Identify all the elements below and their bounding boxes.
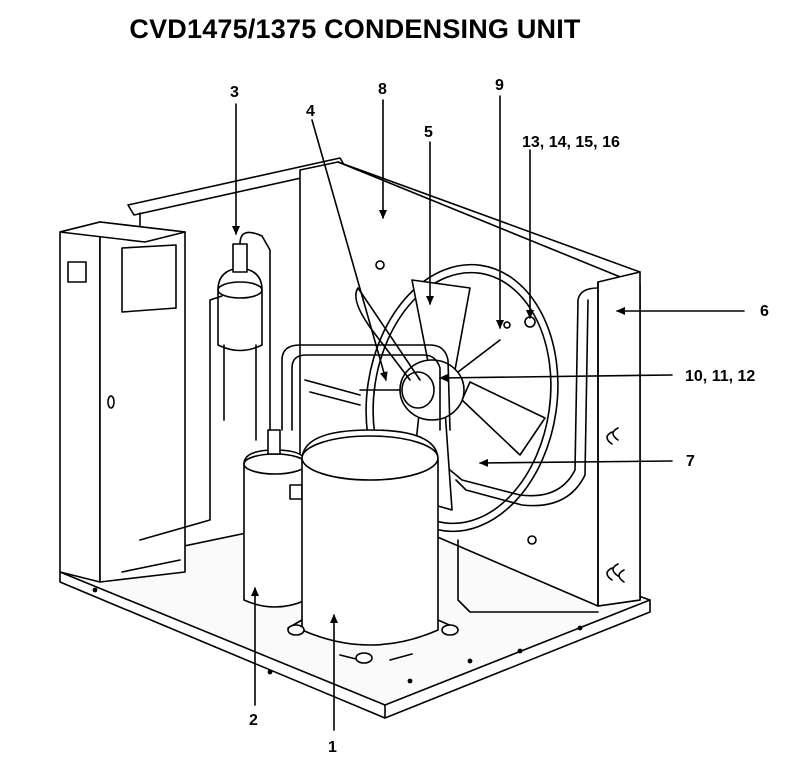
fan-motor-body bbox=[399, 359, 465, 421]
callout-1: 1 bbox=[328, 739, 337, 756]
refrigerant-piping bbox=[139, 231, 599, 613]
coil-hairpin-lower bbox=[606, 563, 625, 583]
compressor bbox=[287, 429, 459, 664]
callout-4: 4 bbox=[306, 103, 315, 120]
callout-3: 3 bbox=[230, 84, 239, 101]
callout-2: 2 bbox=[249, 712, 258, 729]
left-end-panel-top bbox=[59, 221, 186, 243]
diagram-title: CVD1475/1375 CONDENSING UNIT bbox=[129, 14, 581, 44]
fitting-lower bbox=[527, 535, 537, 545]
fitting-top bbox=[375, 260, 385, 270]
left-panel-vent bbox=[121, 244, 177, 313]
condenser-coil-side bbox=[597, 271, 641, 607]
callout-13-14-15-16: 13, 14, 15, 16 bbox=[522, 134, 620, 151]
callout-7: 7 bbox=[686, 453, 695, 470]
receiver-tank bbox=[243, 429, 307, 608]
callout-10-11-12: 10, 11, 12 bbox=[685, 368, 755, 385]
left-panel-hole bbox=[107, 395, 115, 409]
fan-motor-hub bbox=[401, 371, 435, 409]
left-panel-label bbox=[67, 261, 87, 283]
callout-5: 5 bbox=[424, 124, 433, 141]
callout-9: 9 bbox=[495, 77, 504, 94]
callout-leaders bbox=[232, 95, 745, 731]
fan-blade-right bbox=[461, 381, 546, 456]
callout-8: 8 bbox=[378, 81, 387, 98]
accumulator bbox=[217, 243, 263, 441]
fan-shroud-inner bbox=[372, 271, 552, 525]
base-bolts bbox=[92, 587, 583, 684]
coil-hairpin-upper bbox=[606, 427, 619, 445]
callout-6: 6 bbox=[760, 303, 769, 320]
fitting-9 bbox=[503, 321, 511, 329]
